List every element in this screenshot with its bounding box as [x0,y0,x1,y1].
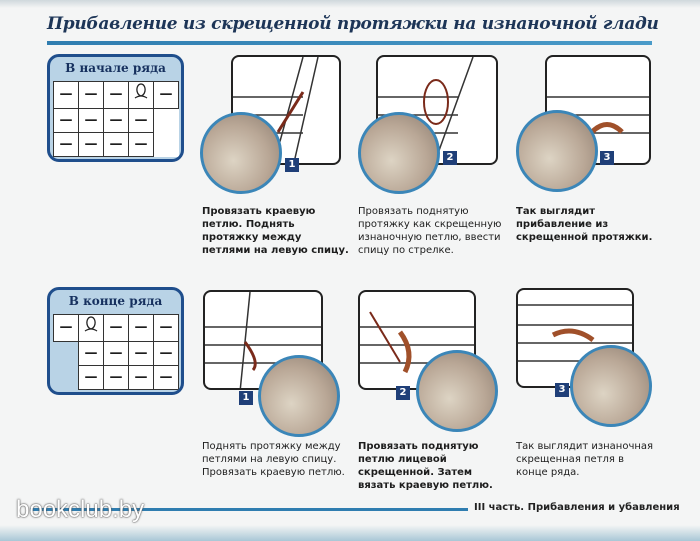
purl-symbol: — [128,341,154,366]
purl-symbol: — [103,341,129,366]
crossed-loop-icon [128,81,154,109]
purl-symbol: — [78,365,104,390]
chart-label: В начале ряда [65,61,166,75]
footer-rule [30,508,468,511]
scan-edge [0,525,700,541]
purl-symbol: — [53,108,79,133]
purl-symbol: — [78,341,104,366]
step-photo [258,355,340,437]
purl-symbol: — [103,365,129,390]
step-number-badge: 2 [443,151,457,165]
step-caption: Так выглядит изнаночная скрещенная петля… [516,441,654,478]
purl-symbol: — [103,81,129,109]
title-rule [47,41,652,45]
step-number-badge: 3 [600,151,614,165]
step-caption: Провязать поднятую протяжку как скрещенн… [358,206,502,256]
step-number-badge: 1 [239,391,253,405]
step-photo [570,345,652,427]
knitting-diagram [358,290,476,390]
watermark: bookclub.by [16,496,145,523]
purl-symbol: — [128,365,154,390]
purl-symbol: — [153,341,179,366]
purl-symbol: — [53,81,79,109]
purl-symbol: — [53,132,79,157]
step-photo [200,112,282,194]
chart-row-start: В начале ряда ———— ———— ———— [47,54,184,162]
chart-label: В конце ряда [68,294,163,308]
step-caption: Поднять протяжку между петлями на левую … [202,441,345,478]
step-number-badge: 1 [285,158,299,172]
symbol-grid: ———— ———— ———— [53,314,179,390]
purl-symbol: — [128,108,154,133]
purl-symbol: — [128,314,154,342]
purl-symbol: — [53,314,79,342]
purl-symbol: — [78,108,104,133]
step-photo [358,112,440,194]
purl-symbol: — [103,132,129,157]
running-footer: III часть. Прибавления и убавления [474,502,680,513]
purl-symbol: — [103,108,129,133]
step-photo [516,110,598,192]
step-number-badge: 2 [396,386,410,400]
step-caption: Провязать поднятую петлю лицевой скрещен… [358,441,493,491]
purl-symbol: — [153,314,179,342]
step-number-badge: 3 [555,383,569,397]
symbol-grid: ———— ———— ———— [53,81,179,157]
purl-symbol: — [103,314,129,342]
purl-symbol: — [78,132,104,157]
chart-row-end: В конце ряда ———— ———— ———— [47,287,184,395]
step-caption: Так выглядит прибавление из скрещенной п… [516,206,653,243]
page-title: Прибавление из скрещенной протяжки на из… [47,14,659,34]
step-photo [416,350,498,432]
scan-edge [0,0,700,8]
step-caption: Провязать краевую петлю. Поднять протяжк… [202,206,349,256]
purl-symbol: — [153,365,179,390]
crossed-loop-icon [78,314,104,342]
purl-symbol: — [128,132,154,157]
purl-symbol: — [153,81,179,109]
purl-symbol: — [78,81,104,109]
